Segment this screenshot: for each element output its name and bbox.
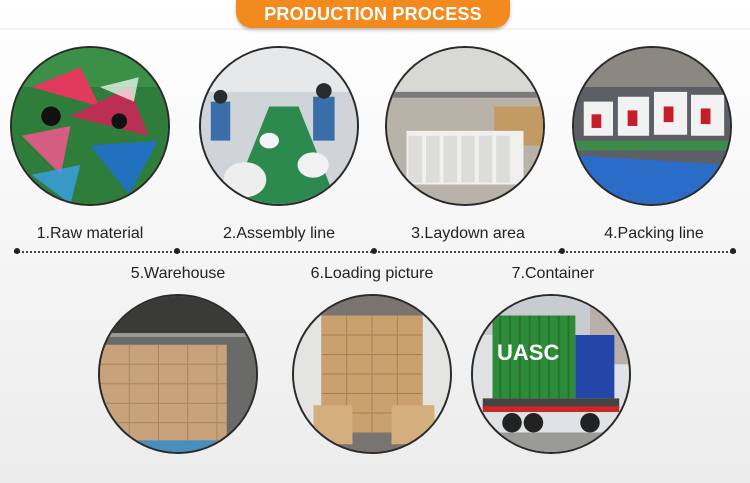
assembly-line-image	[201, 48, 357, 204]
step-label-loading-picture: 6.Loading picture	[310, 265, 434, 282]
packing-line-image	[574, 48, 730, 204]
step-label-laydown-area: 3.Laydown area	[411, 225, 525, 242]
photo-packing-line	[572, 46, 732, 206]
photo-assembly-line	[199, 46, 359, 206]
divider-dot	[730, 248, 736, 254]
divider-dot	[174, 248, 180, 254]
photo-laydown-area	[385, 46, 545, 206]
section-banner: PRODUCTION PROCESS	[236, 0, 510, 28]
divider-dot	[559, 248, 565, 254]
photo-raw-material	[10, 46, 170, 206]
container-brand-text: UASC	[497, 340, 560, 365]
step-label-raw-material: 1.Raw material	[36, 225, 144, 242]
photo-loading-picture	[292, 294, 452, 454]
step-label-packing-line: 4.Packing line	[604, 225, 704, 242]
step-label-container: 7.Container	[511, 265, 595, 282]
step-label-warehouse: 5.Warehouse	[130, 265, 226, 282]
divider-dot	[371, 248, 377, 254]
header-rule	[0, 28, 750, 30]
step-label-assembly-line: 2.Assembly line	[222, 225, 336, 242]
banner-title: PRODUCTION PROCESS	[264, 3, 482, 24]
container-image	[473, 296, 629, 452]
photo-warehouse	[98, 294, 258, 454]
divider-dot	[14, 248, 20, 254]
warehouse-image	[100, 296, 256, 452]
laydown-area-image	[387, 48, 543, 204]
photo-container: UASC	[471, 294, 631, 454]
raw-material-image	[12, 48, 168, 204]
loading-picture-image	[294, 296, 450, 452]
